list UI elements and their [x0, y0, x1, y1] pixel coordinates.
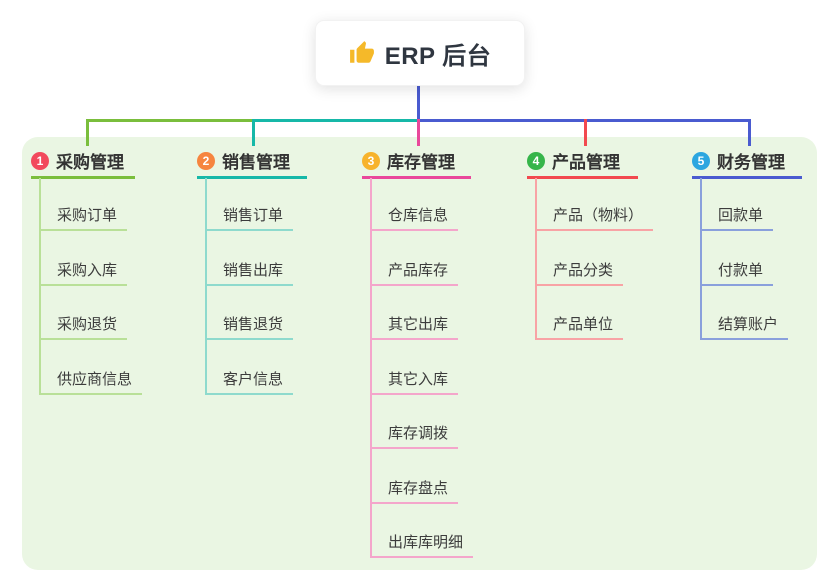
node-item[interactable]: 其它入库	[388, 371, 449, 388]
node-item[interactable]: 回款单	[718, 207, 764, 224]
branch-underline	[362, 176, 471, 179]
item-underline	[535, 338, 623, 340]
bus-segment-teal	[252, 119, 417, 122]
node-item[interactable]: 出库库明细	[388, 534, 464, 551]
branch-number-badge: 3	[362, 151, 380, 170]
item-underline	[205, 229, 293, 231]
node-item[interactable]: 产品库存	[388, 262, 449, 279]
branch-drop-line	[584, 119, 587, 146]
branch-number-badge: 4	[527, 151, 545, 170]
branch-header-2[interactable]: 2 销售管理	[197, 148, 290, 173]
node-item[interactable]: 供应商信息	[57, 371, 133, 388]
branch-underline	[527, 176, 638, 179]
item-underline	[370, 556, 473, 558]
node-item[interactable]: 采购订单	[57, 207, 118, 224]
root-connector-line	[417, 84, 420, 122]
branch-number-badge: 2	[197, 151, 215, 170]
node-item[interactable]: 客户信息	[223, 371, 284, 388]
branch-underline	[692, 176, 802, 179]
item-underline	[370, 393, 458, 395]
item-underline	[39, 393, 142, 395]
item-underline	[205, 338, 293, 340]
item-underline	[535, 284, 623, 286]
item-underline	[39, 284, 127, 286]
node-item[interactable]: 库存调拨	[388, 425, 449, 442]
node-item[interactable]: 销售退货	[223, 316, 284, 333]
item-underline	[205, 393, 293, 395]
branch-label: 采购管理	[56, 153, 124, 172]
item-underline	[700, 284, 773, 286]
node-item[interactable]: 采购入库	[57, 262, 118, 279]
branch-underline	[31, 176, 135, 179]
branch-trunk-line	[535, 178, 537, 340]
node-item[interactable]: 仓库信息	[388, 207, 449, 224]
node-item[interactable]: 产品（物料）	[553, 207, 644, 224]
branch-label: 销售管理	[222, 153, 290, 172]
branch-trunk-line	[700, 178, 702, 340]
branch-trunk-line	[370, 178, 372, 558]
node-item[interactable]: 结算账户	[718, 316, 779, 333]
branch-label: 产品管理	[552, 153, 620, 172]
branch-number-badge: 1	[31, 151, 49, 170]
branch-header-4[interactable]: 4 产品管理	[527, 148, 620, 173]
branch-drop-line	[86, 119, 89, 146]
item-underline	[370, 229, 458, 231]
node-item[interactable]: 销售出库	[223, 262, 284, 279]
branch-label: 库存管理	[387, 153, 455, 172]
branches-panel	[22, 137, 817, 570]
node-item[interactable]: 采购退货	[57, 316, 118, 333]
bus-segment-green	[86, 119, 252, 122]
item-underline	[39, 338, 127, 340]
root-node[interactable]: ERP 后台	[315, 20, 525, 86]
node-item[interactable]: 产品分类	[553, 262, 614, 279]
branch-header-5[interactable]: 5 财务管理	[692, 148, 785, 173]
node-item[interactable]: 其它出库	[388, 316, 449, 333]
branch-header-3[interactable]: 3 库存管理	[362, 148, 455, 173]
item-underline	[370, 447, 458, 449]
node-item[interactable]: 库存盘点	[388, 480, 449, 497]
branch-trunk-line	[39, 178, 41, 395]
branch-drop-line	[252, 119, 255, 146]
node-item[interactable]: 销售订单	[223, 207, 284, 224]
root-title: ERP 后台	[384, 42, 492, 70]
branch-trunk-line	[205, 178, 207, 395]
item-underline	[205, 284, 293, 286]
item-underline	[370, 502, 458, 504]
branch-label: 财务管理	[717, 153, 785, 172]
node-item[interactable]: 付款单	[718, 262, 764, 279]
item-underline	[535, 229, 653, 231]
branch-drop-line	[748, 119, 751, 146]
item-underline	[39, 229, 127, 231]
node-item[interactable]: 产品单位	[553, 316, 614, 333]
item-underline	[370, 338, 458, 340]
item-underline	[700, 338, 788, 340]
branch-header-1[interactable]: 1 采购管理	[31, 148, 124, 173]
item-underline	[370, 284, 458, 286]
branch-underline	[197, 176, 307, 179]
thumbs-up-icon	[349, 40, 375, 66]
item-underline	[700, 229, 773, 231]
branch-number-badge: 5	[692, 151, 710, 170]
branch-drop-line	[417, 119, 420, 146]
